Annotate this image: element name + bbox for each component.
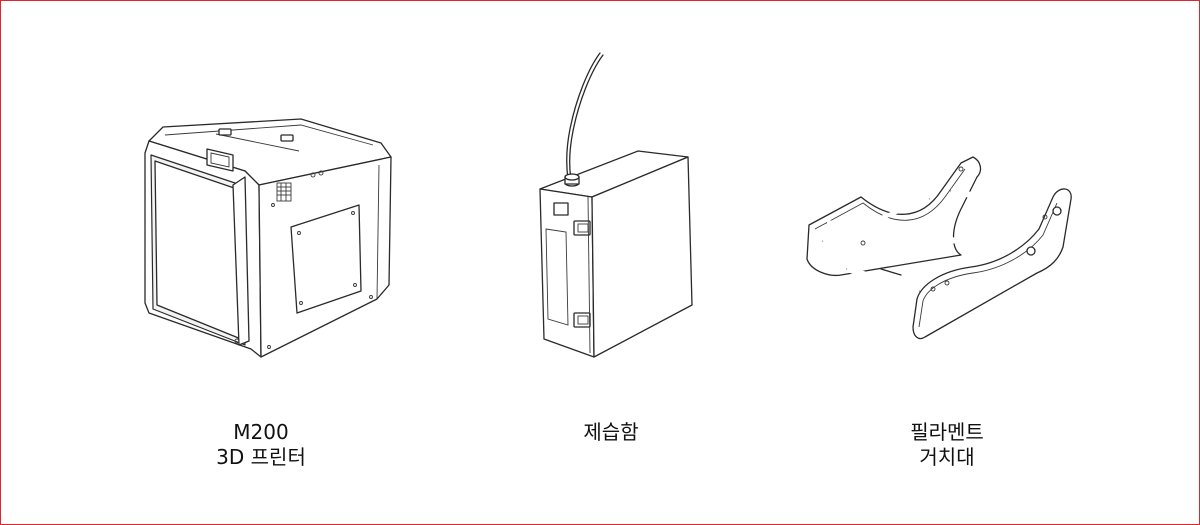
- dry-box-illustration: [539, 52, 693, 358]
- printer-illustration: [144, 118, 392, 358]
- printer-caption: M200 3D 프린터: [171, 420, 351, 470]
- dry-box-caption-line1: 제습함: [583, 420, 639, 444]
- filament-holder-caption-line2: 거치대: [919, 445, 975, 469]
- printer-caption-line1: M200: [233, 420, 289, 444]
- filament-holder-caption: 필라멘트 거치대: [847, 420, 1047, 470]
- filament-holder-caption-line1: 필라멘트: [910, 420, 984, 444]
- filament-holder-illustration: [806, 156, 1072, 340]
- dry-box-caption: 제습함: [521, 420, 701, 445]
- printer-caption-line2: 3D 프린터: [216, 445, 306, 469]
